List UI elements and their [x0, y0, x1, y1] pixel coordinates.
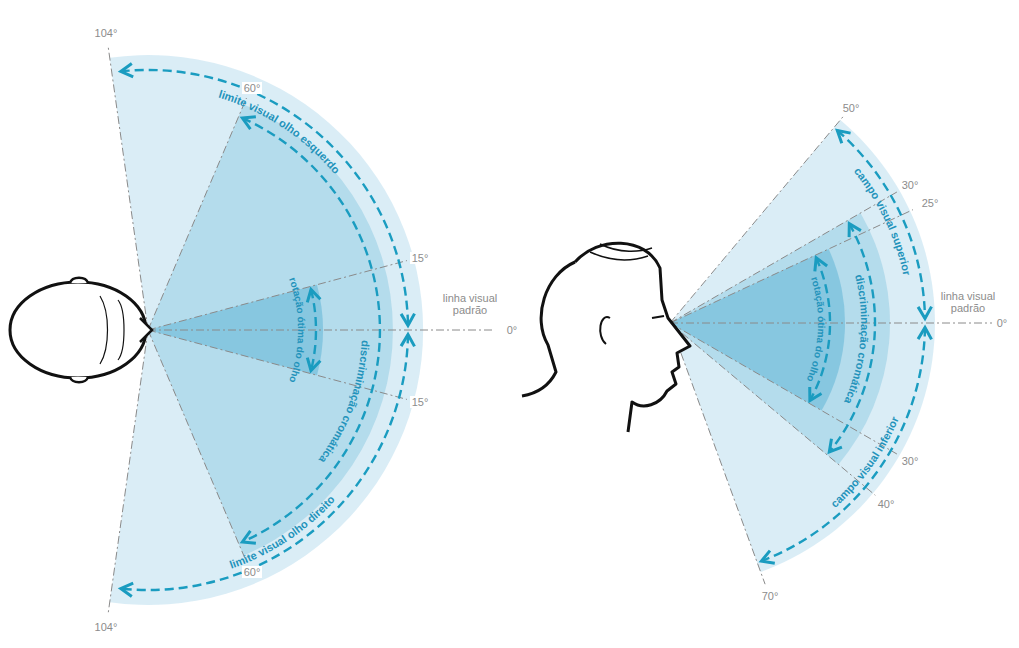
arc-label: discriminação cromática — [316, 340, 372, 466]
angle-label: 50° — [841, 102, 862, 114]
angle-label: 0° — [995, 317, 1010, 329]
range-arc — [121, 335, 408, 591]
angle-line — [670, 210, 913, 323]
angle-label: 15° — [410, 396, 431, 408]
field-sector — [670, 249, 845, 411]
head-profile — [522, 243, 690, 432]
field-sector — [670, 120, 935, 572]
field-sector — [670, 213, 890, 464]
angle-line — [148, 261, 407, 330]
arc-label-path: limite visual olho esquerdo — [217, 88, 342, 176]
arc-label: campo visual inferior — [828, 414, 901, 510]
range-arc — [829, 224, 875, 452]
range-arcs — [121, 70, 925, 590]
ear — [600, 317, 610, 344]
field-sectors — [110, 55, 935, 605]
arc-label-path: discriminação cromática — [842, 273, 871, 407]
arc-label-path: rotação ótima do olho — [805, 275, 827, 383]
ear — [70, 278, 88, 283]
angle-line — [148, 330, 493, 331]
angle-line — [108, 45, 148, 330]
angle-line — [148, 98, 247, 330]
hair-lines — [100, 296, 124, 364]
arc-label: limite visual olho direito — [228, 493, 337, 571]
range-arc — [121, 70, 408, 326]
axis-label: linha visual padrão — [933, 290, 1003, 314]
axis-label: linha visual padrão — [433, 292, 507, 316]
angle-label: 60° — [242, 82, 263, 94]
range-arc — [311, 289, 316, 370]
angle-label: 60° — [242, 566, 263, 578]
angle-label: 40° — [876, 498, 897, 510]
range-arc — [761, 328, 925, 562]
arc-label-path: limite visual olho direito — [228, 493, 337, 571]
angle-line — [670, 323, 765, 584]
angle-label: 25° — [920, 197, 941, 209]
hair-lines — [590, 244, 652, 260]
arc-label-path: discriminação cromática — [316, 340, 372, 466]
angle-label: 15° — [410, 252, 431, 264]
angle-label: 104° — [93, 27, 120, 39]
angle-lines — [108, 45, 992, 615]
angle-line — [108, 330, 148, 615]
arc-label: discriminação cromática — [842, 273, 871, 407]
angle-line — [670, 323, 875, 495]
arc-label: limite visual olho esquerdo — [217, 88, 342, 176]
angle-label: 0° — [505, 324, 520, 336]
angle-line — [670, 323, 992, 324]
angle-line — [148, 330, 247, 562]
arc-label-path: rotação ótima do olho — [287, 276, 307, 384]
angle-label: 104° — [93, 621, 120, 633]
eye — [652, 316, 664, 318]
angle-label: 30° — [900, 179, 921, 191]
arc-label-path: campo visual inferior — [828, 414, 901, 510]
angle-label: 70° — [760, 590, 781, 602]
ear — [70, 377, 88, 382]
nose — [140, 318, 152, 342]
range-arc — [242, 118, 380, 542]
arc-label: rotação ótima do olho — [287, 276, 307, 384]
arc-label: rotação ótima do olho — [805, 275, 827, 383]
angle-label: 30° — [900, 455, 921, 467]
arc-labels: limite visual olho esquerdo discriminação… — [217, 88, 913, 571]
head-top-view — [10, 282, 146, 378]
angle-line — [670, 323, 897, 454]
